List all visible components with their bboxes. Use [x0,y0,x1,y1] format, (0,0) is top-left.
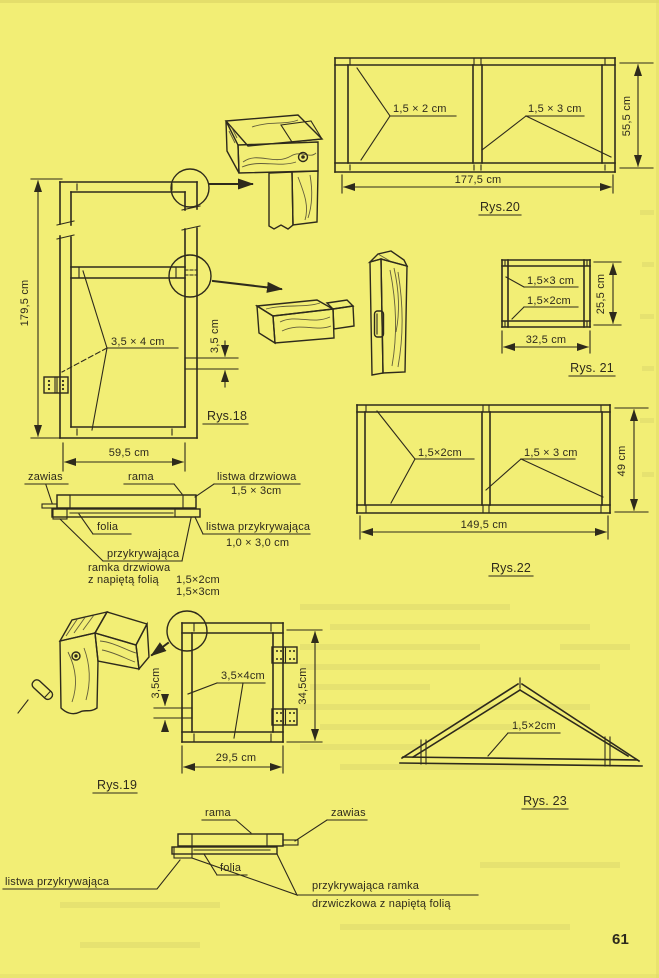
detail-tenon-joint [254,250,409,376]
rys20-label-a: 1,5 × 2 cm [393,103,447,115]
listwa-drzwiowa-label: listwa drzwiowa [217,471,297,483]
przykrywajaca-label: przykrywająca [107,548,180,560]
ramka-drzwiowa-line2: z napiętą folią [88,574,160,586]
rys19-detail-dim: 3,5cm [150,668,162,699]
listwa-przykrywajaca-label: listwa przykrywająca [206,521,311,533]
hatched-section-mark [181,707,193,719]
listwa-przykrywajaca-label: listwa przykrywająca [5,876,110,888]
figure-rys19-door-frame: 3,5cm 3,5×4cm 29,5 cm 34,5cm Rys.19 [92,610,323,794]
rys18-caption: Rys.18 [207,409,247,423]
rys20-caption: Rys.20 [480,200,520,214]
rys22-label-a: 1,5×2cm [418,447,462,459]
folia-label: folia [220,862,242,874]
ramka-drzwiowa-line1: ramka drzwiowa [88,562,171,574]
rama-label: rama [128,471,155,483]
rys22-height-dim: 49 cm [616,446,628,477]
door-frame-cross-section: zawias rama listwa drzwiowa 1,5 × 3cm fo… [24,471,311,598]
rys20-label-b: 1,5 × 3 cm [528,103,582,115]
rys19-height-dim: 34,5cm [297,667,309,704]
figure-rys21-frame: 1,5×3 cm 1,5×2cm 25,5 cm 32,5 cm Rys. 21 [501,259,622,377]
przykrywajaca-ramka-line1: przykrywająca ramka [312,880,420,892]
rys23-caption: Rys. 23 [523,794,567,808]
figure-rys23-gable: 1,5×2cm Rys. 23 [399,677,643,810]
rys23-label-a: 1,5×2cm [512,720,556,732]
dowel-icon [31,679,54,701]
figure-rys18-door-frame: 3,5 cm 3,5 × 4 cm 179,5 cm 59,5 cm Rys.1… [19,168,283,472]
detail-corner-joint-bottom [17,610,150,715]
rys18-section-label: 3,5 × 4 cm [111,336,165,348]
hatch-door-cross-section: rama zawias folia listwa przykrywająca p… [2,807,479,910]
rys21-caption: Rys. 21 [570,361,614,375]
detail-callout-circle-top [170,168,210,208]
listwa-drzwiowa-dim: 1,5 × 3cm [231,485,281,497]
ramka-dim-2: 1,5×3cm [176,586,220,598]
rama-label: rama [205,807,232,819]
folia-label: folia [97,521,119,533]
listwa-przykrywajaca-dim: 1,0 × 3,0 cm [226,537,289,549]
hatched-section-mark [184,357,198,370]
hinge-icon [271,646,298,664]
detail-corner-joint-top [224,114,324,230]
rys21-label-a: 1,5×3 cm [527,275,574,287]
rys21-height-dim: 25,5 cm [595,274,607,315]
rys18-detail-dim: 3,5 cm [209,319,221,353]
rys22-label-b: 1,5 × 3 cm [524,447,578,459]
rys21-label-b: 1,5×2cm [527,295,571,307]
rys22-width-dim: 149,5 cm [461,519,508,531]
ramka-dim-1: 1,5×2cm [176,574,220,586]
page-bleed-through [60,210,654,948]
rys21-width-dim: 32,5 cm [526,334,567,346]
rys19-width-dim: 29,5 cm [216,752,257,764]
detail-callout-circle-middle [168,254,212,298]
przykrywajaca-ramka-line2: drzwiczkowa z napiętą folią [312,898,451,910]
zawias-label: zawias [28,471,63,483]
rys18-height-dim: 179,5 cm [19,280,31,327]
hinge-icon [43,376,69,394]
rys18-width-dim: 59,5 cm [109,447,150,459]
rys19-section-label: 3,5×4cm [221,670,265,682]
figure-rys20-frame: 1,5 × 2 cm 1,5 × 3 cm 55,5 cm 177,5 cm R… [334,57,654,216]
page-number: 61 [612,931,629,948]
rys20-height-dim: 55,5 cm [621,96,633,137]
detail-callout-circle-bottom [166,610,208,652]
figure-rys22-frame: 1,5×2cm 1,5 × 3 cm 49 cm 149,5 cm Rys.22 [356,404,649,577]
rys22-caption: Rys.22 [491,561,531,575]
rys20-width-dim: 177,5 cm [455,174,502,186]
zawias-label: zawias [331,807,366,819]
hinge-icon [271,708,298,726]
rys19-caption: Rys.19 [97,778,137,792]
